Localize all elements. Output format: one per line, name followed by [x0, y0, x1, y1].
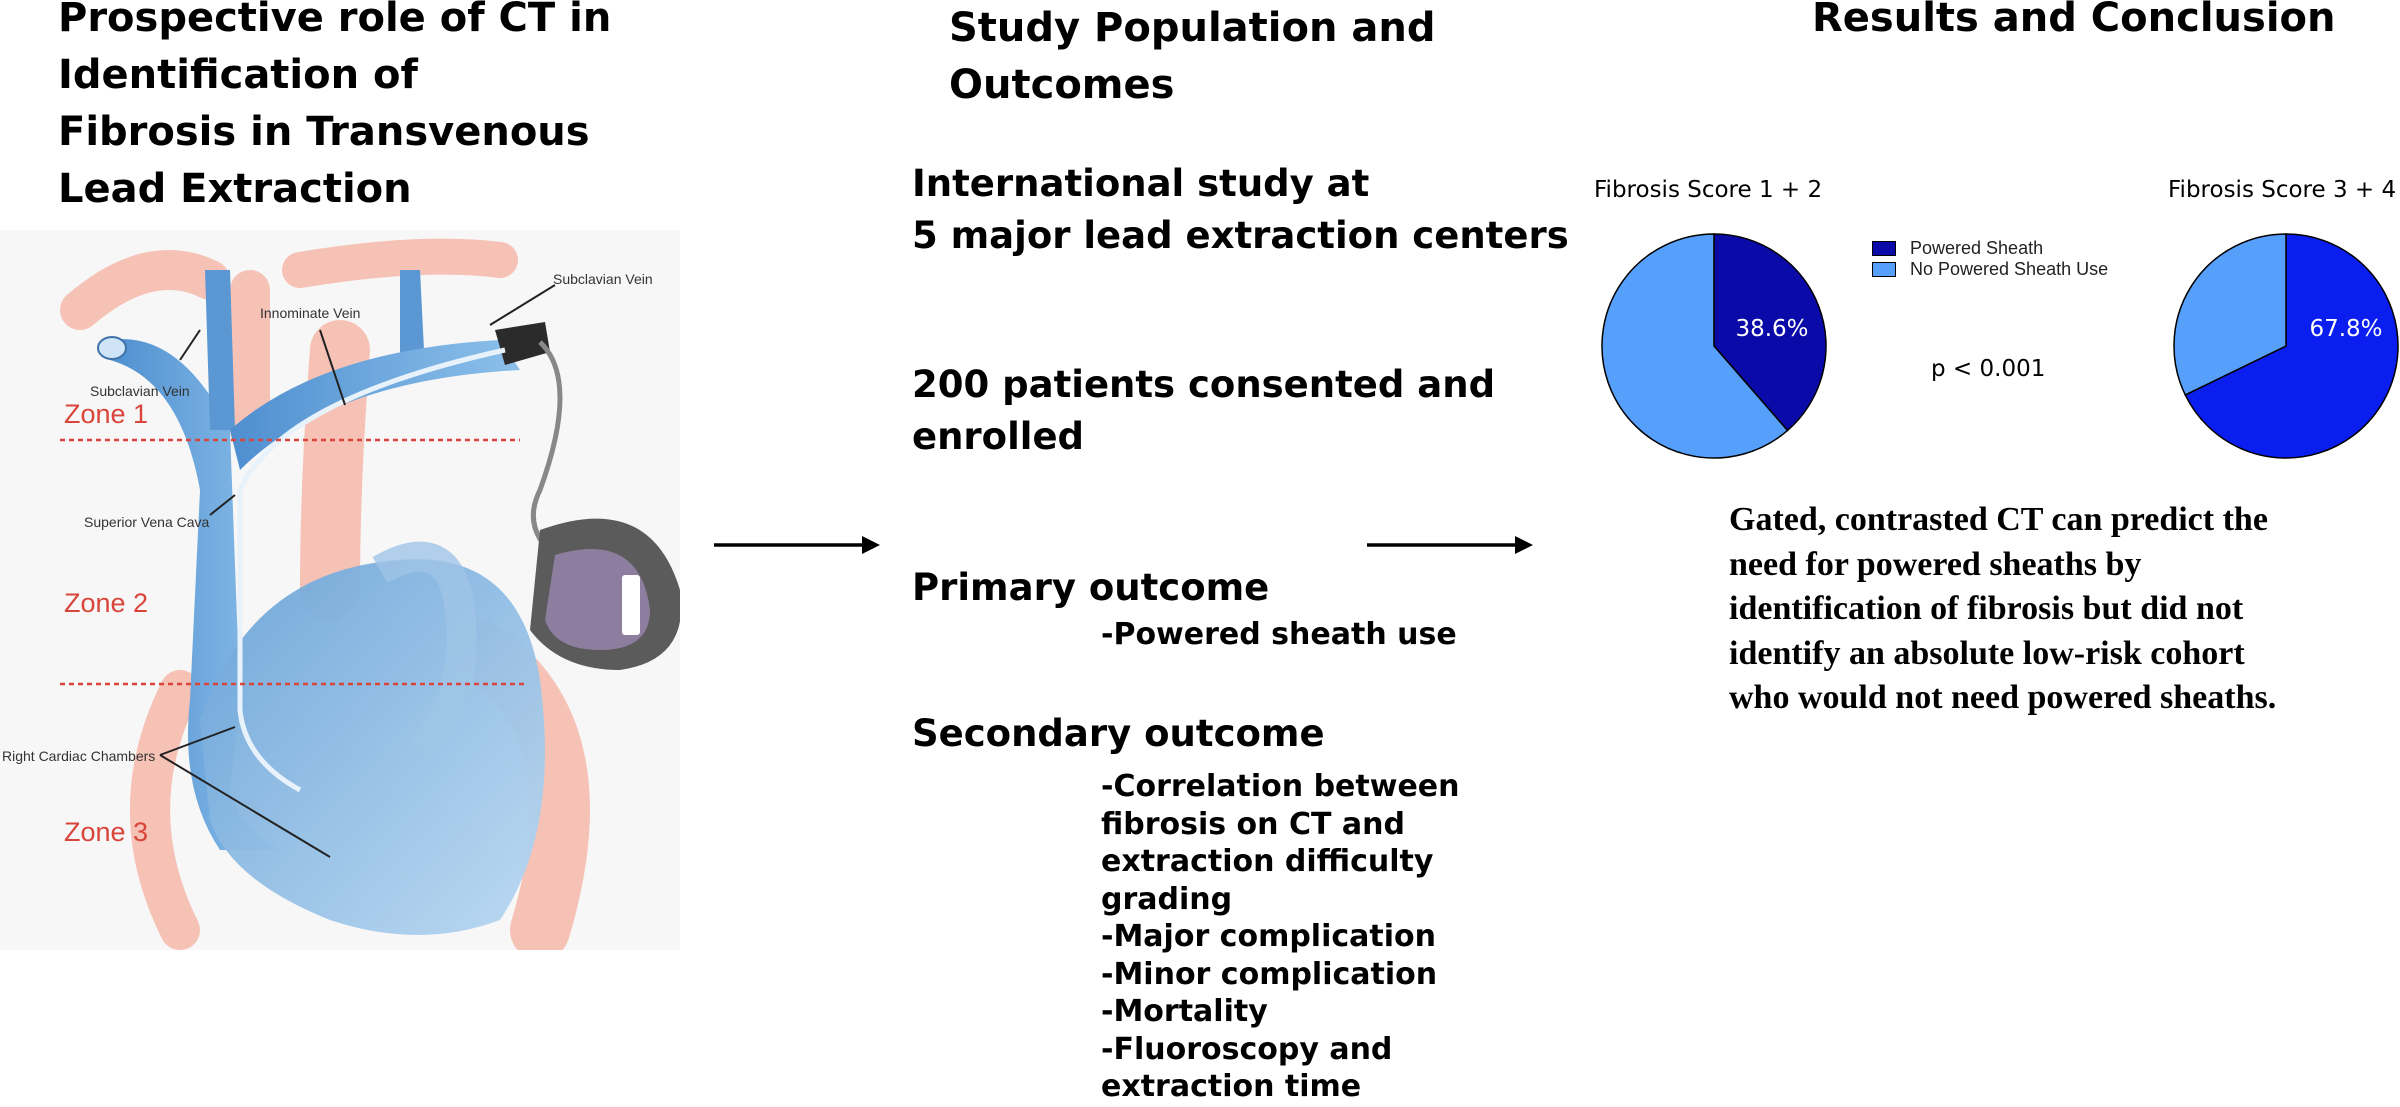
- label-pointers: [159, 284, 556, 858]
- pie-2-slice-powered-sheath: [2184, 233, 2399, 459]
- legend-label: No Powered Sheath Use: [1910, 259, 2109, 279]
- secondary-outcome-item: -Correlation between: [1101, 769, 1460, 804]
- conclusion-line: identify an absolute low-risk cohort: [1729, 634, 2245, 672]
- left-title-line: Fibrosis in Transvenous: [58, 109, 590, 155]
- secondary-outcome-item: -Mortality: [1101, 994, 1268, 1029]
- label-zone-3: Zone 3: [64, 817, 149, 847]
- conclusion-line: Gated, contrasted CT can predict the: [1729, 501, 2268, 538]
- p-value: p < 0.001: [1931, 356, 2046, 382]
- conclusion-text: Gated, contrasted CT can predict the nee…: [1729, 498, 2276, 721]
- left-title-line: Prospective role of CT in: [58, 0, 612, 41]
- secondary-outcome-item: extraction time: [1101, 1069, 1362, 1104]
- legend-swatch: [1872, 241, 1896, 256]
- label-zone-2: Zone 2: [64, 588, 149, 618]
- arrow-middle-to-right: [1367, 536, 1533, 554]
- pie-2-title: Fibrosis Score 3 + 4: [2168, 177, 2397, 203]
- left-title: Prospective role of CT in Identification…: [58, 0, 611, 218]
- conclusion-line: identification of fibrosis but did not: [1729, 590, 2244, 627]
- label-superior-vena-cava: Superior Vena Cava: [84, 514, 210, 530]
- middle-title-line: Outcomes: [949, 62, 1175, 108]
- pie-1-title: Fibrosis Score 1 + 2: [1594, 177, 1823, 203]
- label-subclavian-vein-right: Subclavian Vein: [553, 271, 653, 287]
- middle-title: Study Population and Outcomes: [949, 0, 1435, 114]
- international-study-text: International study at 5 major lead extr…: [912, 158, 1569, 262]
- lead-wire: [237, 347, 506, 793]
- legend-swatch: [1872, 262, 1896, 277]
- label-innominate-vein: Innominate Vein: [260, 305, 361, 321]
- international-study-line: 5 major lead extraction centers: [912, 214, 1569, 257]
- legend-item-powered-sheath: Powered Sheath: [1872, 238, 2108, 259]
- label-zone-1: Zone 1: [64, 399, 149, 429]
- pie-2-slice-no-powered-sheath: [2173, 233, 2287, 396]
- secondary-outcome-item: -Major complication: [1101, 919, 1436, 954]
- patients-enrolled-line: 200 patients consented and: [912, 363, 1496, 406]
- left-title-line: Lead Extraction: [58, 166, 412, 212]
- patients-enrolled-text: 200 patients consented and enrolled: [912, 359, 1495, 463]
- primary-outcome-item: -Powered sheath use: [1101, 617, 1457, 652]
- secondary-outcome-item: -Fluoroscopy and: [1101, 1031, 1393, 1067]
- conclusion-line: who would not need powered sheaths.: [1729, 679, 2277, 716]
- legend-item-no-powered-sheath: No Powered Sheath Use: [1872, 259, 2108, 280]
- conclusion-line: need for powered sheaths by: [1729, 545, 2142, 583]
- legend-label: Powered Sheath: [1910, 238, 2044, 258]
- legend: Powered Sheath No Powered Sheath Use: [1872, 238, 2108, 280]
- left-title-line: Identification of: [58, 52, 418, 98]
- pie-1-slice-no-powered-sheath: [1601, 233, 1789, 459]
- secondary-outcome-item: fibrosis on CT and: [1101, 806, 1405, 842]
- patients-enrolled-line: enrolled: [912, 415, 1085, 458]
- pie-chart-1: 38.6%: [1601, 233, 1827, 459]
- heart-shape-shadow: [372, 541, 477, 761]
- pacemaker-device: [530, 518, 680, 670]
- secondary-outcome-heading: Secondary outcome: [912, 712, 1325, 755]
- label-right-cardiac-chambers: Right Cardiac Chambers: [2, 748, 156, 764]
- secondary-outcome-item: extraction difficulty: [1101, 844, 1434, 879]
- secondary-outcome-item: grading: [1101, 881, 1233, 917]
- pie-1-data-label: 38.6%: [1735, 316, 1808, 342]
- international-study-line: International study at: [912, 162, 1370, 205]
- anatomy-illustration: [0, 230, 680, 950]
- secondary-outcome-list: -Correlation between fibrosis on CT and …: [1101, 768, 1460, 1106]
- label-subclavian-vein-left: Subclavian Vein: [90, 383, 190, 399]
- arrow-left-to-middle: [714, 536, 880, 554]
- secondary-outcome-item: -Minor complication: [1101, 956, 1438, 992]
- pie-chart-2: 67.8%: [2173, 233, 2399, 459]
- right-title: Results and Conclusion: [1812, 0, 2336, 41]
- pie-2-data-label: 67.8%: [2309, 316, 2382, 342]
- pie-1-slice-powered-sheath: [1713, 233, 1827, 432]
- primary-outcome-heading: Primary outcome: [912, 566, 1270, 609]
- middle-title-line: Study Population and: [949, 5, 1436, 51]
